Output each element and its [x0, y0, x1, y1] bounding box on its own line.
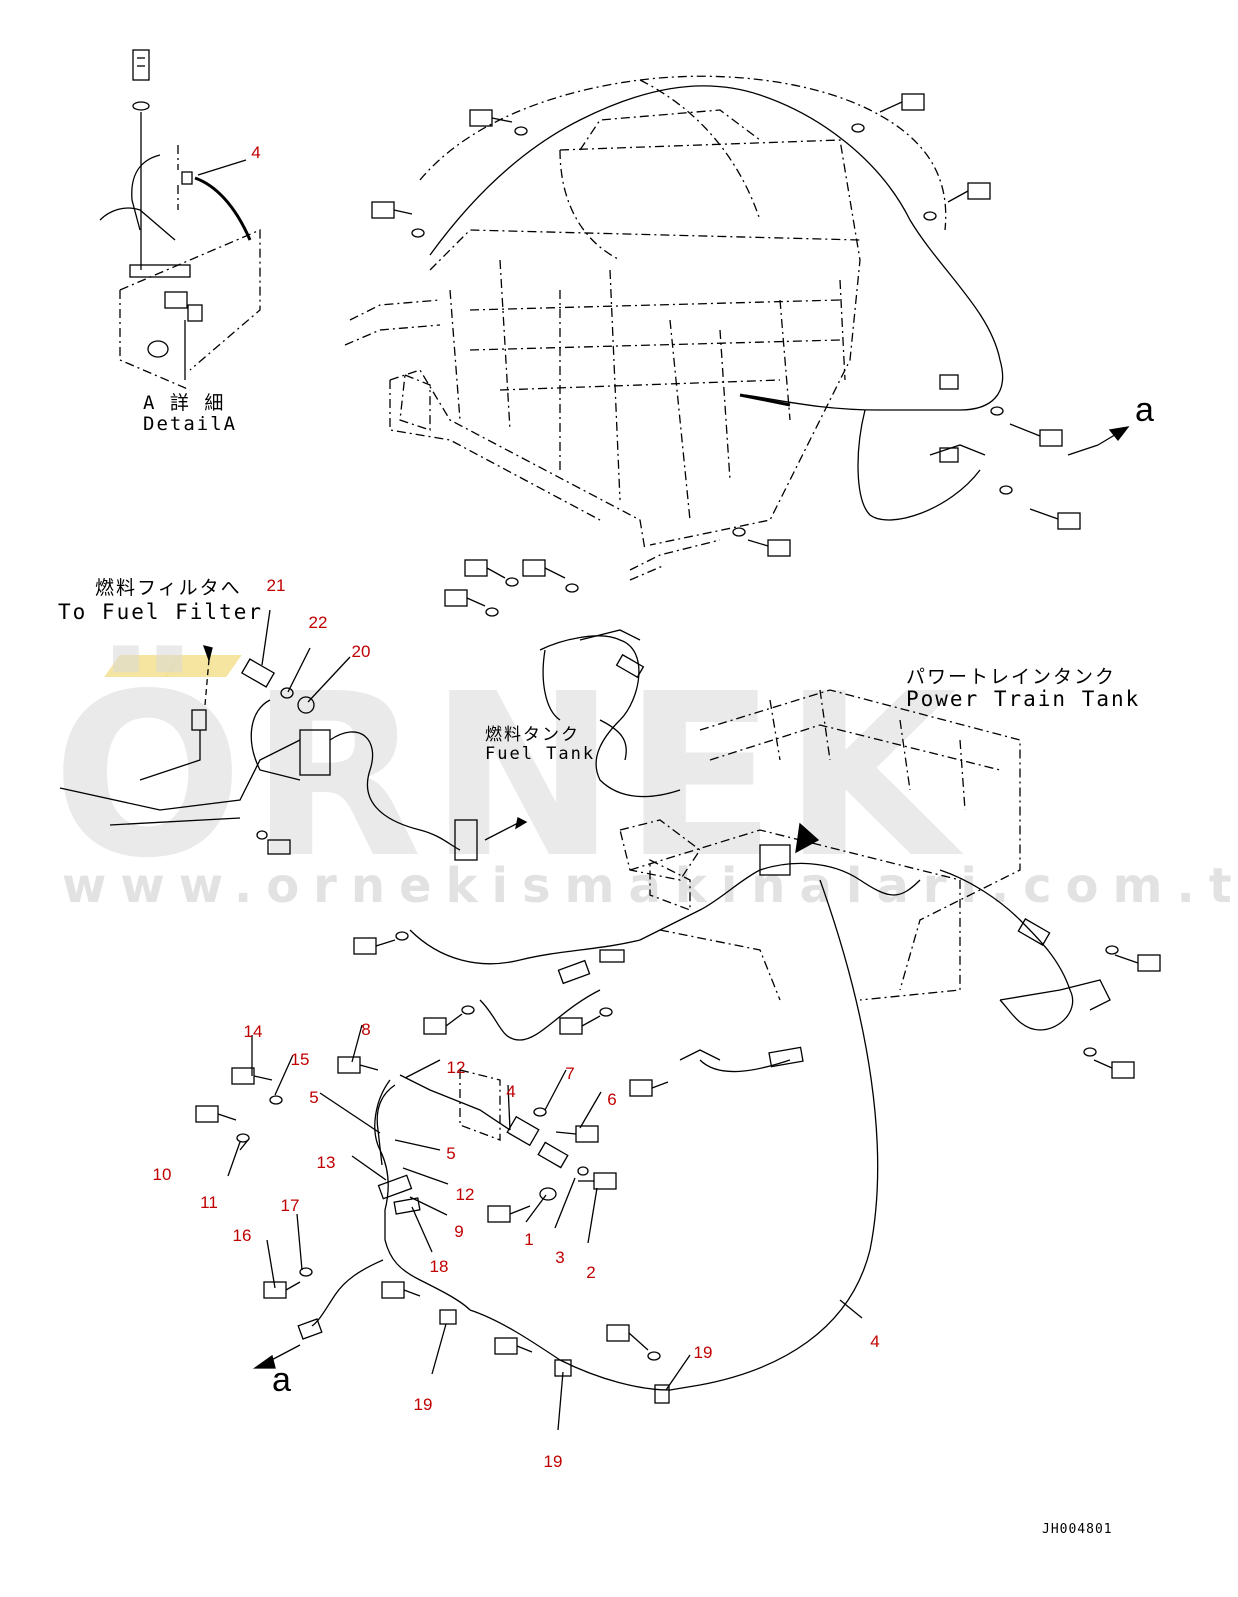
fuel-line [59, 645, 528, 861]
callout-number: 1 [524, 1230, 534, 1249]
fuel-filter-jp: 燃料フィルタへ [95, 577, 242, 599]
callout-number: 22 [308, 613, 328, 632]
callout-number: 12 [446, 1058, 466, 1077]
callout-number: 15 [290, 1050, 310, 1069]
callout-number: 4 [506, 1082, 516, 1101]
callout-number: 20 [351, 642, 371, 661]
callout-number: 14 [243, 1022, 263, 1041]
callout-number: 3 [555, 1248, 565, 1267]
fuel-tank-jp: 燃料タンク [485, 725, 580, 745]
callout-number: 5 [446, 1144, 456, 1163]
power-train-tank-en: Power Train Tank [906, 687, 1141, 711]
power-train-tank-jp: パワートレインタンク [906, 666, 1117, 688]
callout-number: 16 [232, 1226, 252, 1245]
detail-a-en: DetailA [143, 413, 238, 435]
callout-number: 10 [152, 1165, 172, 1184]
callout-number: 19 [413, 1395, 433, 1414]
callout-number: 18 [429, 1257, 449, 1276]
callout-number: 5 [309, 1088, 319, 1107]
callout-number: 4 [870, 1332, 880, 1351]
engine-harness [429, 85, 1004, 521]
callout-number: 4 [251, 143, 261, 162]
detail-a-jp: A 詳 細 [143, 392, 226, 414]
callout-number: 2 [586, 1263, 596, 1282]
engine-bolts [371, 93, 1081, 557]
callout-number: 19 [693, 1343, 713, 1362]
power-train-tank [619, 689, 1021, 1001]
detail-a-drawing [99, 49, 261, 391]
leader-lines [197, 159, 863, 1431]
fuel-filter-en: To Fuel Filter [58, 600, 264, 624]
callout-number: 7 [565, 1064, 575, 1083]
callout-number: 11 [200, 1193, 218, 1212]
tank-harness [409, 629, 1111, 1073]
lower-bolts [195, 1056, 661, 1361]
callout-number: 19 [543, 1452, 563, 1471]
callout-number: 9 [454, 1222, 464, 1241]
ref-a-top: a [1135, 391, 1154, 429]
watermark-url: www.ornekismakinalari.com.tr [62, 858, 1238, 914]
callout-number: 8 [361, 1020, 371, 1039]
drawing-code: JH004801 [1042, 1522, 1113, 1537]
engine-drawing [344, 75, 947, 581]
arrow-marker [795, 822, 820, 854]
callout-number: 12 [455, 1185, 475, 1204]
fuel-tank-en: Fuel Tank [485, 744, 596, 764]
callout-number: 6 [607, 1090, 617, 1109]
callout-number: 21 [266, 576, 286, 595]
callout-number: 13 [316, 1153, 336, 1172]
watermark-brand: ÖRNEK [52, 646, 963, 908]
ref-a-bottom: a [272, 1361, 291, 1399]
callout-number: 17 [280, 1196, 300, 1215]
tank-bolts [353, 559, 1161, 1097]
